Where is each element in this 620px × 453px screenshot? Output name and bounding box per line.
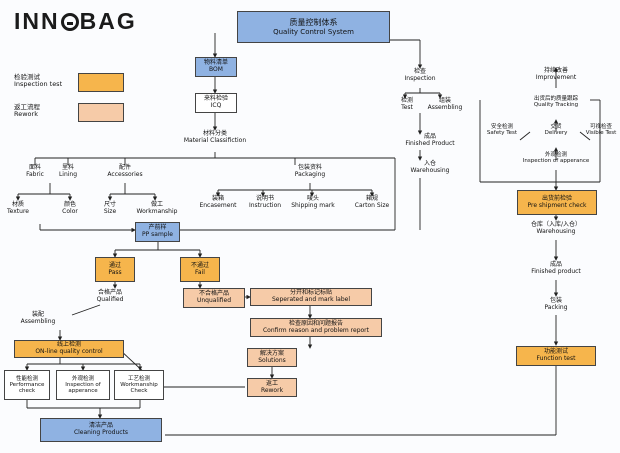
legend-rework-swatch <box>78 103 124 122</box>
legend-test-swatch <box>78 73 124 92</box>
logo-o-mark <box>60 13 79 31</box>
warehousing-right-node: 仓库（入库/入仓）Warehousing <box>530 221 582 235</box>
quality-control-system-title: 质量控制体系 Quality Control System <box>237 11 390 43</box>
